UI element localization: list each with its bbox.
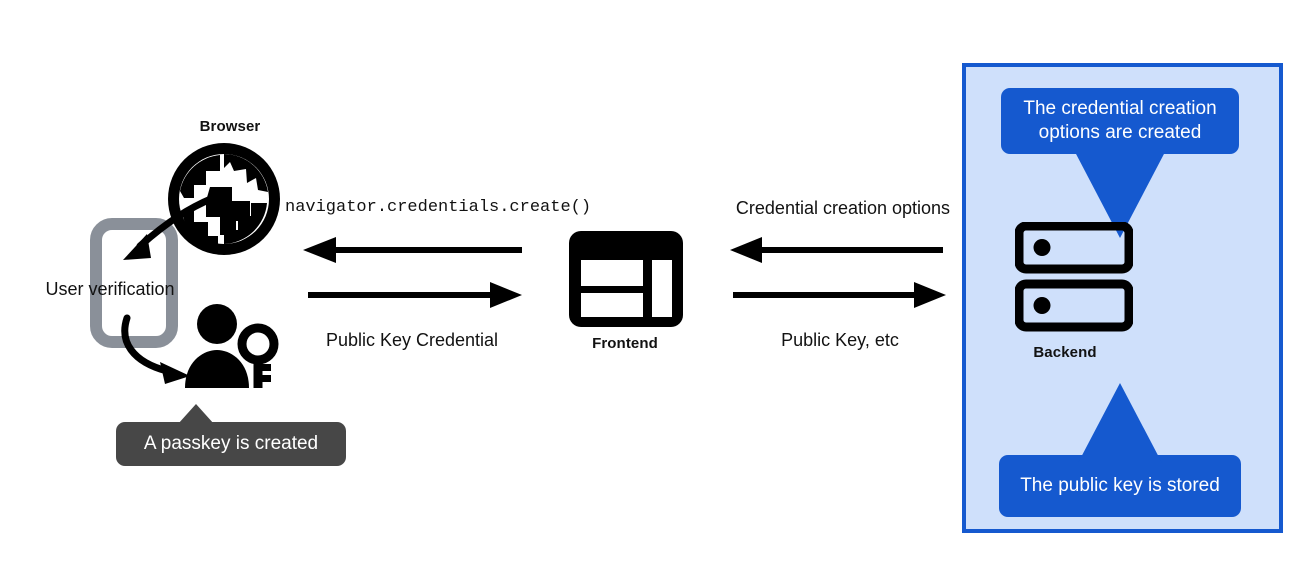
backend-label: Backend — [1033, 344, 1097, 361]
callout-text-wrap: A passkey is created — [116, 422, 346, 466]
browser-label: Browser — [199, 118, 261, 135]
person-with-key-icon — [181, 304, 281, 390]
message-public-key-credential: Public Key Credential — [325, 330, 499, 350]
browser-window-icon — [567, 229, 685, 329]
backend-callout-public-key-stored: The public key is stored — [999, 383, 1241, 517]
message-public-key-etc: Public Key, etc — [781, 330, 899, 350]
globe-icon — [166, 141, 282, 257]
callout-text-wrap: The public key is stored — [999, 455, 1241, 517]
message-credential-creation-options: Credential creation options — [735, 198, 951, 218]
callout-text-wrap: The credential creation options are crea… — [1001, 88, 1239, 154]
passkey-created-callout: A passkey is created — [116, 404, 346, 466]
browser-frontend-arrows — [300, 236, 525, 331]
frontend-label: Frontend — [592, 335, 658, 352]
arrow-left-icon — [303, 237, 522, 263]
arrow-right-icon — [308, 282, 522, 308]
arrow-right-icon — [733, 282, 946, 308]
frontend-backend-arrows — [728, 236, 948, 331]
user-verification-label: User verification — [45, 279, 175, 299]
server-rack-icon — [1015, 222, 1133, 332]
callout-bottom-text: The public key is stored — [1020, 474, 1220, 496]
callout-tail-up-icon — [178, 404, 214, 424]
backend-callout-credential-options: The credential creation options are crea… — [1001, 88, 1239, 238]
arrow-phone-to-person-icon — [85, 280, 225, 400]
arrow-left-icon — [730, 237, 943, 263]
message-navigator-credentials-create: navigator.credentials.create() — [285, 198, 592, 217]
callout-tail-up-icon — [1078, 383, 1162, 463]
callout-top-text: The credential creation options are crea… — [1023, 97, 1217, 143]
passkey-callout-text: A passkey is created — [143, 432, 319, 454]
arrow-globe-to-phone-icon — [85, 150, 225, 280]
